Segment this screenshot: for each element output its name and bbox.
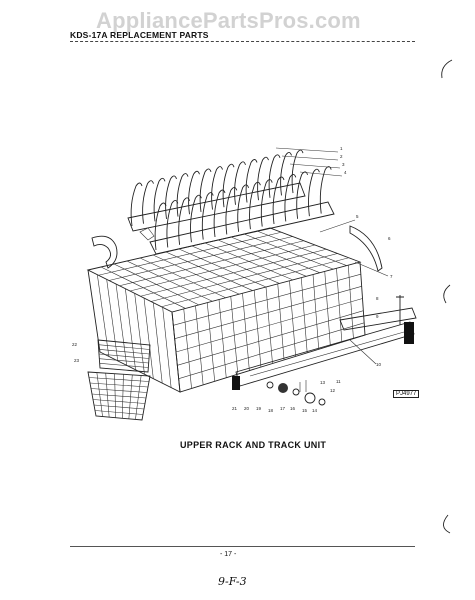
part-callout-number: 3 (342, 162, 345, 167)
right-track-rail (339, 307, 417, 344)
upper-rack-basket (86, 227, 366, 393)
tine-clip (139, 227, 155, 241)
rail-end-stop (404, 322, 414, 344)
handwritten-note: 9-F-3 (218, 575, 247, 588)
callout-leaders (275, 147, 389, 365)
part-callout-number: 15 (302, 408, 308, 413)
part-callout-number: 22 (72, 342, 78, 347)
part-callout-number: 12 (330, 388, 336, 393)
part-callout-number: 2 (340, 154, 343, 159)
page-number: - 17 - (220, 551, 237, 558)
diagram-reference-tag: PJ4977 (393, 390, 420, 398)
front-track-rail (235, 321, 415, 387)
right-rack-bracket (349, 225, 383, 272)
site-watermark: AppliancePartsPros.com (96, 8, 361, 33)
part-callout-number: 21 (232, 406, 238, 411)
binder-hole-mark-bottom (443, 514, 451, 534)
tine-row-assembly (127, 149, 335, 255)
part-callout-number: 6 (388, 236, 391, 241)
part-callout-number: 11 (336, 379, 341, 384)
part-callout-number: 16 (290, 406, 296, 411)
wheel-assembly-parts (232, 376, 326, 406)
part-callout-number: 8 (376, 296, 379, 301)
part-callout-number: 17 (280, 406, 286, 411)
part-callout-number: 18 (268, 408, 274, 413)
binder-hole-mark-top (441, 59, 453, 79)
binder-hole-mark-middle (443, 284, 451, 304)
part-callout-number: 14 (312, 408, 318, 413)
part-callout-number: 9 (376, 314, 379, 319)
silverware-basket (87, 339, 151, 421)
section-header-title: KDS-17A REPLACEMENT PARTS (70, 30, 209, 40)
part-callout-number: 1 (340, 146, 343, 151)
part-callout-number: 20 (244, 406, 250, 411)
part-callout-number: 7 (390, 274, 393, 279)
part-callout-number: 10 (376, 362, 382, 367)
part-callout-number: 23 (74, 358, 80, 363)
diagram-caption: UPPER RACK AND TRACK UNIT (180, 440, 327, 450)
footer-divider (70, 546, 415, 547)
part-callout-number: 13 (320, 380, 326, 385)
part-callout-number: 4 (344, 170, 347, 175)
rail-screw (396, 295, 404, 325)
part-callout-number: 19 (256, 406, 262, 411)
part-callout-number: 5 (356, 214, 359, 219)
header-divider (70, 41, 415, 42)
left-rack-bracket (91, 235, 118, 269)
